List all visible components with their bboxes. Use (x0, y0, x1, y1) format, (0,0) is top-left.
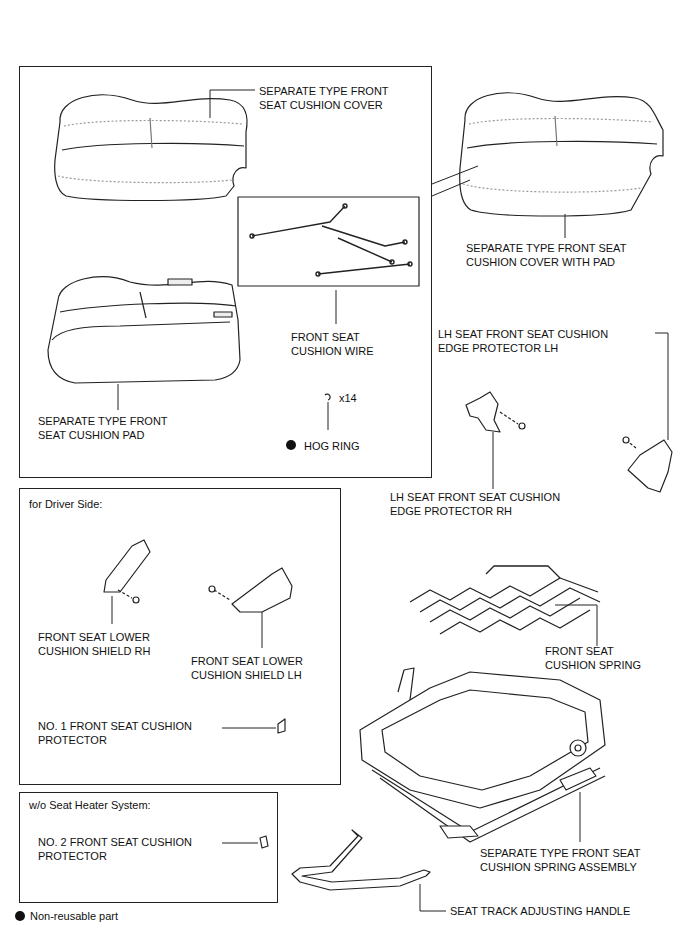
part-label: SEPARATE TYPE FRONT SEAT CUSHION COVER W… (466, 241, 651, 269)
lower-cushion-shield-rh (104, 540, 150, 603)
cushion-wires (250, 204, 412, 276)
cushion-cover (55, 95, 247, 201)
protector-no2 (260, 836, 268, 848)
part-label: SEPARATE TYPE FRONT SEAT CUSHION SPRING … (480, 846, 665, 874)
cushion-pad (48, 277, 240, 383)
part-label: SEPARATE TYPE FRONT SEAT CUSHION PAD (38, 414, 183, 442)
part-label: x14 (339, 391, 357, 405)
cushion-spring-assembly (360, 668, 605, 842)
legend-dot (15, 911, 25, 921)
part-label: LH SEAT FRONT SEAT CUSHION EDGE PROTECTO… (438, 327, 623, 355)
part-label: LH SEAT FRONT SEAT CUSHION EDGE PROTECTO… (390, 490, 575, 518)
heater-option-panel: w/o Seat Heater System: NO. 2 FRONT SEAT … (19, 792, 278, 903)
edge-protector-lh (623, 437, 672, 492)
part-label: NO. 2 FRONT SEAT CUSHION PROTECTOR (38, 835, 208, 863)
legend-text: Non-reusable part (30, 909, 118, 923)
protector-no1 (278, 719, 285, 733)
part-label: FRONT SEAT CUSHION SPRING (545, 644, 655, 672)
lower-cushion-shield-lh (209, 568, 292, 612)
non-reusable-mark (286, 440, 296, 450)
panel-heading: w/o Seat Heater System: (29, 798, 151, 812)
driver-side-panel: for Driver Side: FRONT SEAT LOWER CUSHION… (19, 488, 341, 785)
part-label: NO. 1 FRONT SEAT CUSHION PROTECTOR (38, 719, 208, 747)
part-label: FRONT SEAT CUSHION WIRE (291, 330, 391, 358)
cushion-spring (410, 566, 600, 634)
hog-ring (325, 394, 330, 400)
leader-lines (112, 90, 668, 911)
parts-panel: SEPARATE TYPE FRONT SEAT CUSHION COVER FR… (19, 66, 432, 478)
part-label: HOG RING (304, 439, 360, 453)
wire-inset (238, 197, 419, 286)
part-label: SEAT TRACK ADJUSTING HANDLE (450, 904, 630, 918)
edge-protector-rh (466, 392, 525, 432)
part-label: FRONT SEAT LOWER CUSHION SHIELD RH (38, 630, 173, 658)
track-adjusting-handle (292, 830, 430, 890)
panel-heading: for Driver Side: (29, 497, 102, 511)
part-label: SEPARATE TYPE FRONT SEAT CUSHION COVER (259, 84, 404, 112)
cushion-cover-with-pad (460, 93, 663, 216)
part-label: FRONT SEAT LOWER CUSHION SHIELD LH (191, 654, 326, 682)
